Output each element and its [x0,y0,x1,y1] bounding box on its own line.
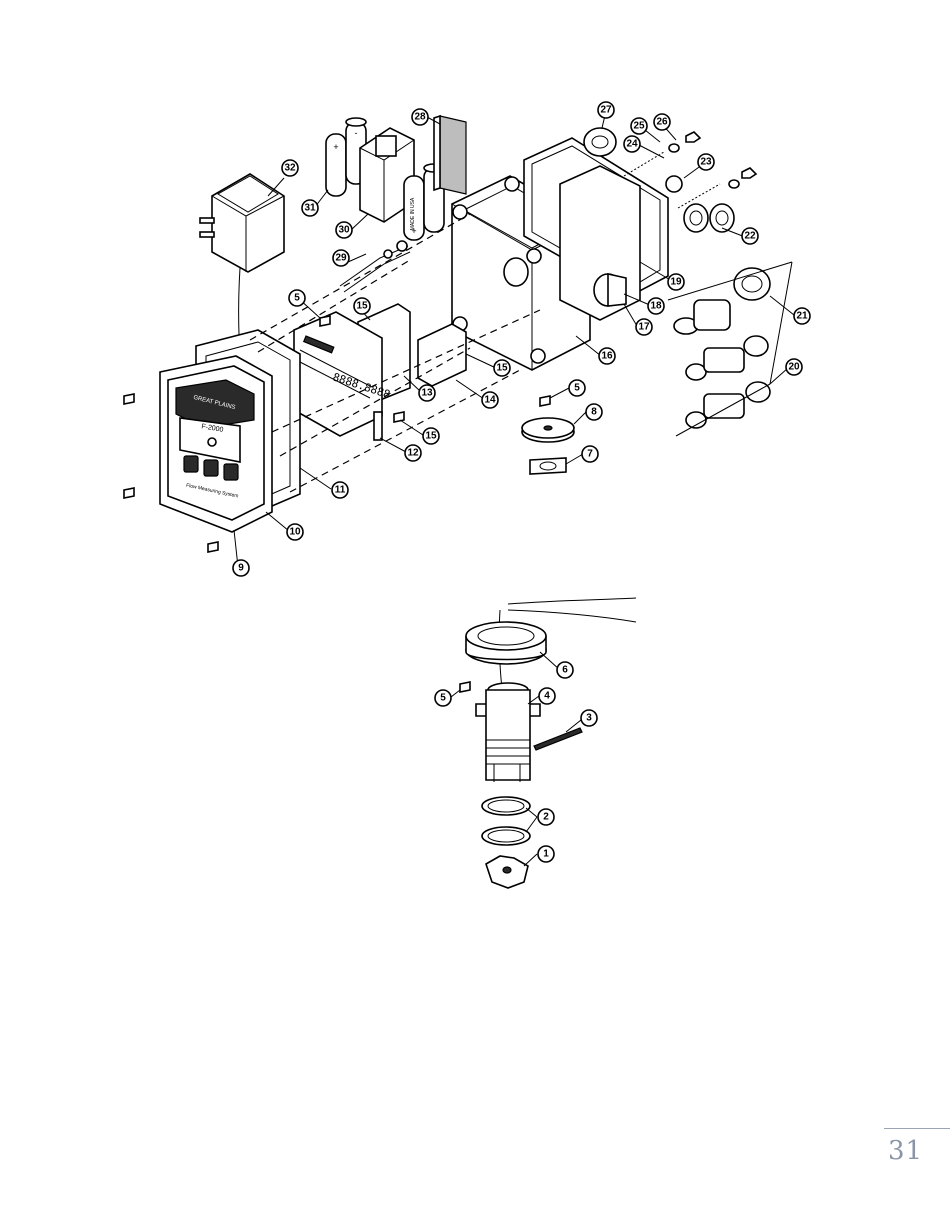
callout-b4: 4 [539,688,555,704]
svg-text:+: + [333,142,338,152]
callout-7: 7 [582,446,598,462]
svg-text:26: 26 [656,117,668,128]
svg-text:8: 8 [591,407,597,418]
callout-10: 10 [287,524,303,540]
callout-22: 22 [742,228,758,244]
grommets [684,204,734,232]
page-number: 31 [888,1136,948,1166]
svg-text:15: 15 [496,363,508,374]
svg-text:27: 27 [600,105,612,116]
svg-text:21: 21 [796,311,808,322]
callout-18: 18 [648,298,664,314]
svg-text:5: 5 [440,693,446,704]
svg-text:5: 5 [574,383,580,394]
front-display-panel: GREAT PLAINS F-2000 Flow Measuring Syste… [160,356,272,532]
svg-text:-: - [355,128,358,138]
battery-label: MADE IN USA [410,197,416,230]
svg-text:15: 15 [356,301,368,312]
callout-19: 19 [668,274,684,290]
svg-text:5: 5 [294,293,300,304]
page-number-rule [884,1128,950,1129]
svg-text:15: 15 [425,431,437,442]
svg-text:14: 14 [484,395,496,406]
callout-5-mid: 5 [569,380,585,396]
callout-29: 29 [333,250,349,266]
callout-24: 24 [624,136,640,152]
turbine-parts [522,418,574,474]
svg-text:7: 7 [587,449,593,460]
callout-21: 21 [794,308,810,324]
battery-wires [340,241,410,292]
callout-9: 9 [233,560,249,576]
callout-26: 26 [654,114,670,130]
svg-text:6: 6 [562,665,568,676]
svg-text:3: 3 [586,713,592,724]
svg-text:32: 32 [284,163,296,174]
svg-text:20: 20 [788,362,800,373]
callout-28: 28 [412,109,428,125]
callout-17: 17 [636,319,652,335]
svg-text:25: 25 [633,121,645,132]
threaded-plug [594,274,626,306]
callout-15b: 15 [354,298,370,314]
svg-text:1: 1 [543,849,549,860]
callout-b6: 6 [557,662,573,678]
callout-30: 30 [336,222,352,238]
svg-text:31: 31 [304,203,316,214]
callout-11: 11 [332,482,348,498]
callout-b1: 1 [538,846,554,862]
callout-14: 14 [482,392,498,408]
svg-text:2: 2 [543,812,549,823]
svg-text:4: 4 [544,691,550,702]
callout-8: 8 [586,404,602,420]
callout-31: 31 [302,200,318,216]
callout-12: 12 [405,445,421,461]
callout-15c: 15 [423,428,439,444]
foam-pad [434,116,466,194]
callout-b5: 5 [435,690,451,706]
svg-text:12: 12 [407,448,419,459]
svg-text:13: 13 [421,388,433,399]
callout-32: 32 [282,160,298,176]
callout-b2: 2 [538,809,554,825]
svg-text:22: 22 [744,231,756,242]
cable-glands [668,262,792,436]
svg-text:9: 9 [238,563,244,574]
callout-27: 27 [598,102,614,118]
svg-text:29: 29 [335,253,347,264]
callout-5-top: 5 [289,290,305,306]
callout-15a: 15 [494,360,510,376]
svg-text:23: 23 [700,157,712,168]
callout-16: 16 [599,348,615,364]
svg-text:10: 10 [289,527,301,538]
svg-text:17: 17 [638,322,650,333]
svg-text:19: 19 [670,277,682,288]
svg-text:24: 24 [626,139,638,150]
svg-text:18: 18 [650,301,662,312]
callout-25: 25 [631,118,647,134]
callout-b3: 3 [581,710,597,726]
svg-text:30: 30 [338,225,350,236]
callout-23: 23 [698,154,714,170]
callout-13: 13 [419,385,435,401]
flow-sensor-assembly [451,598,636,888]
callout-20: 20 [786,359,802,375]
svg-text:11: 11 [335,485,346,496]
svg-text:28: 28 [414,112,426,123]
svg-text:16: 16 [601,351,613,362]
